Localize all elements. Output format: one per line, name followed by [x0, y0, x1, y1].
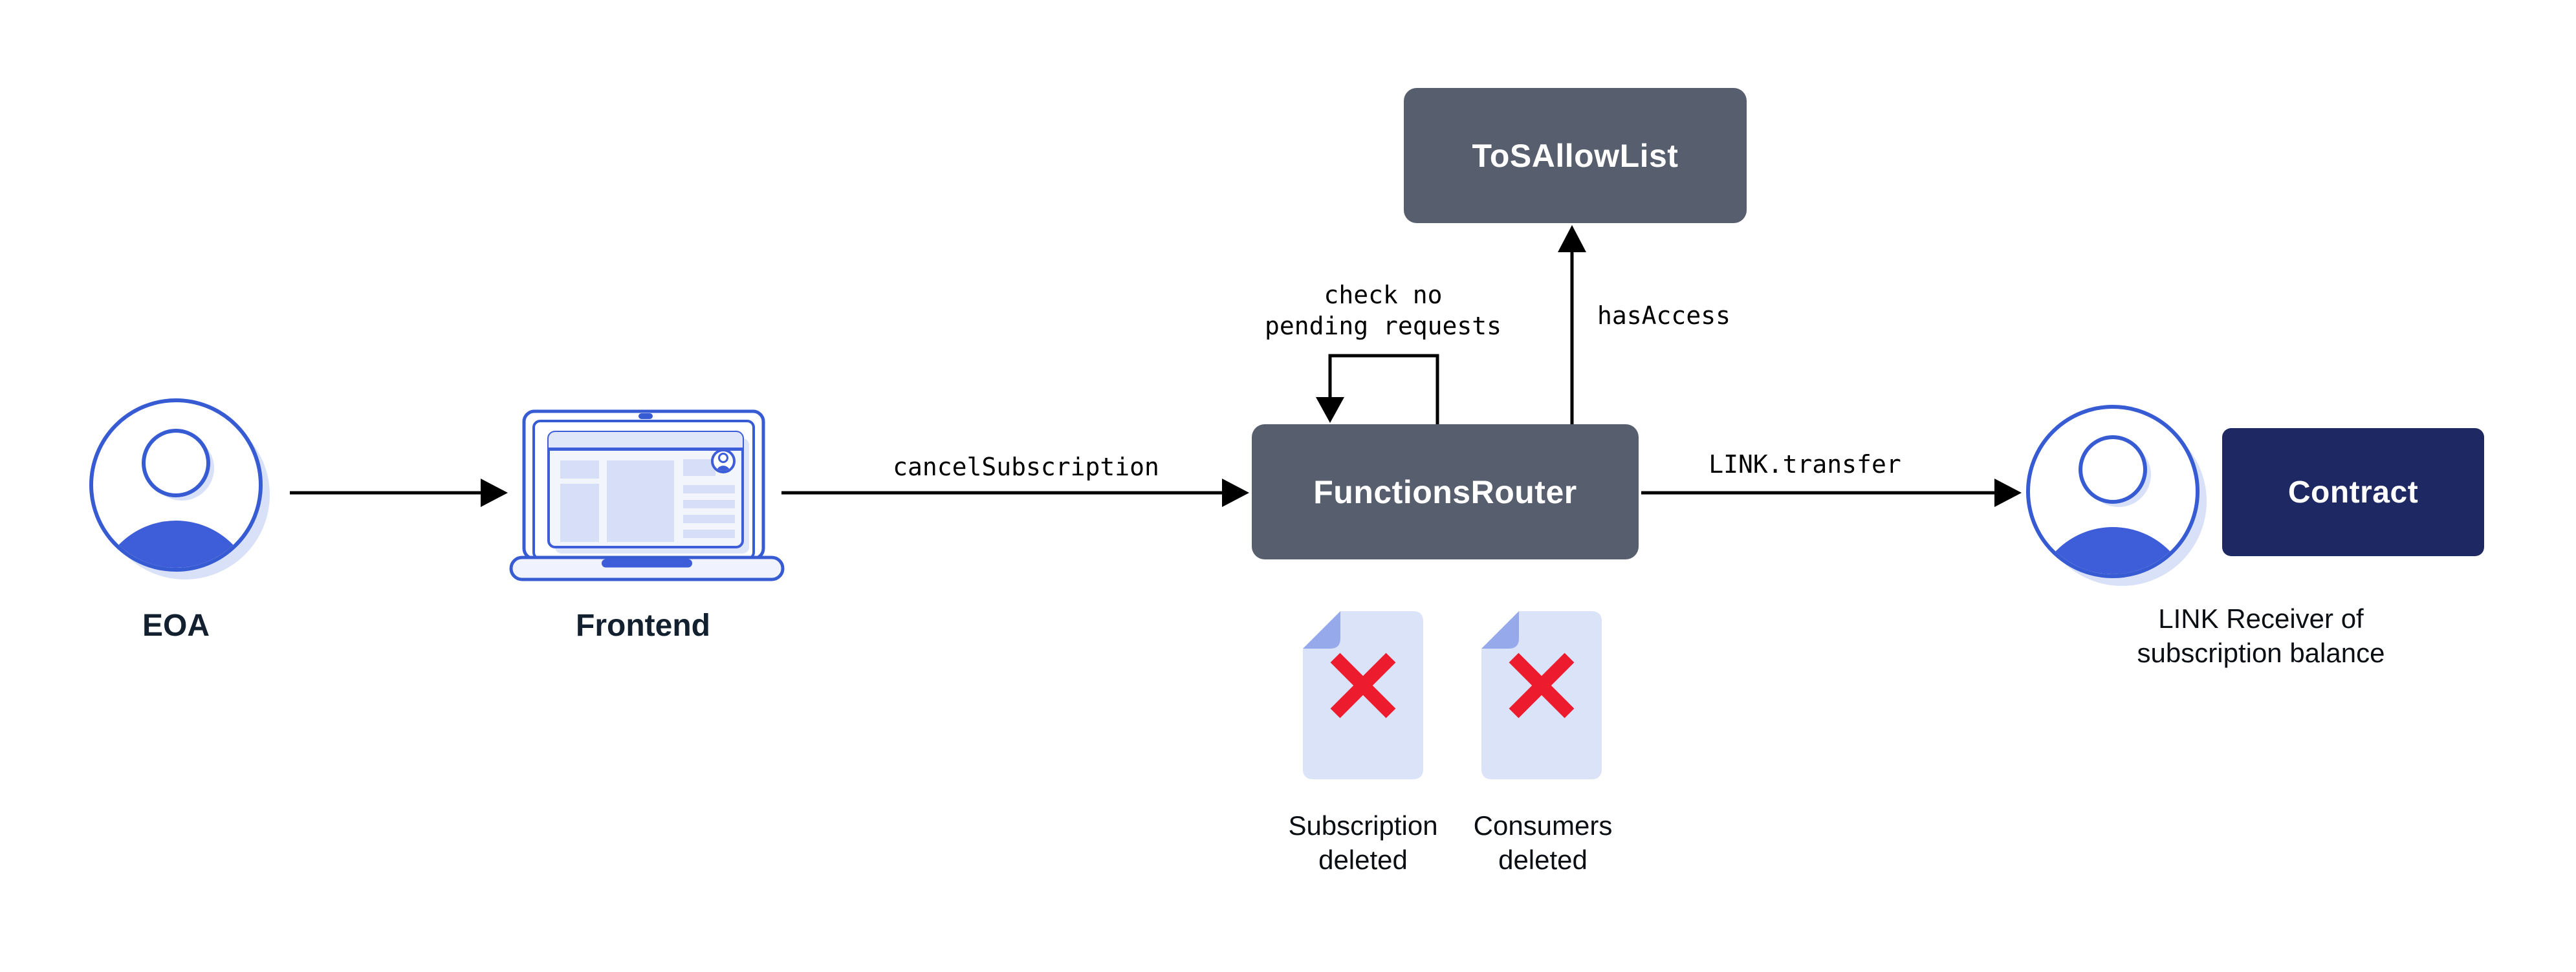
tos-allow-list-label: ToSAllowList [1472, 137, 1679, 174]
frontend-label: Frontend [576, 609, 710, 643]
contract-label: Contract [2287, 475, 2419, 510]
link-receiver-person-icon [2026, 405, 2207, 586]
consumers-deleted-caption: Consumers deleted [1439, 808, 1646, 877]
edge-label-cancel-subscription: cancelSubscription [893, 453, 1159, 481]
subscription-deleted-line1: Subscription [1288, 810, 1438, 841]
edge-label-has-access: hasAccess [1597, 301, 1730, 330]
arrowhead [1558, 225, 1586, 252]
edge-label-check-no-pending-requests: check no pending requests [1254, 279, 1512, 341]
eoa-label: EOA [142, 609, 210, 643]
subscription-deleted-line2: deleted [1318, 845, 1408, 875]
arrowhead [1316, 397, 1344, 423]
link-receiver-caption-line2: subscription balance [2137, 638, 2385, 668]
loop-label-line2: pending requests [1264, 312, 1502, 340]
contract-node: Contract [2222, 428, 2484, 556]
arrowhead [1994, 479, 2022, 507]
tos-allow-list-node: ToSAllowList [1404, 88, 1747, 223]
consumers-deleted-line2: deleted [1498, 845, 1588, 875]
functions-router-node: FunctionsRouter [1252, 424, 1639, 559]
link-receiver-caption-line1: LINK Receiver of [2158, 603, 2364, 634]
arrowhead [1222, 479, 1249, 507]
functions-router-label: FunctionsRouter [1313, 473, 1577, 510]
edge-label-link-transfer: LINK.transfer [1708, 450, 1901, 479]
loop-label-line1: check no [1324, 281, 1443, 309]
consumers-deleted-document-x-icon [1481, 611, 1602, 779]
frontend-laptop-icon [509, 409, 785, 581]
arrowhead [481, 479, 508, 507]
eoa-person-icon [89, 398, 270, 579]
arrow-router-self-loop [1328, 354, 1439, 424]
consumers-deleted-line1: Consumers [1473, 810, 1613, 841]
subscription-deleted-caption: Subscription deleted [1260, 808, 1467, 877]
link-receiver-caption: LINK Receiver of subscription balance [2099, 601, 2423, 670]
subscription-deleted-document-x-icon [1303, 611, 1423, 779]
